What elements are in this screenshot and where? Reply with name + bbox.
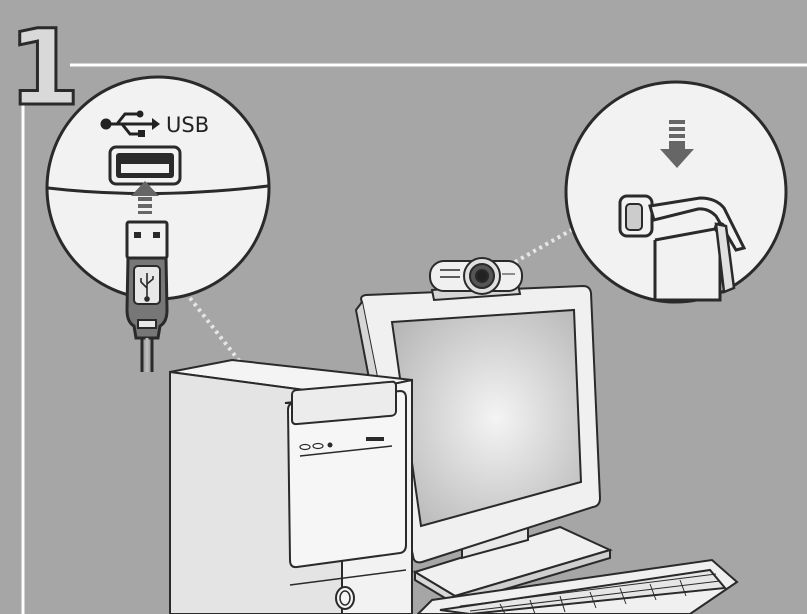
usb-port: [110, 147, 180, 184]
usb-plug: [127, 222, 167, 372]
usb-leader-line: [190, 298, 240, 362]
webcam-clip-callout: [566, 82, 786, 302]
step-number: 1: [8, 7, 80, 129]
webcam-leader-line: [515, 228, 575, 262]
usb-label: USB: [166, 113, 209, 137]
computer-tower: [170, 360, 412, 614]
webcam: [430, 258, 522, 300]
